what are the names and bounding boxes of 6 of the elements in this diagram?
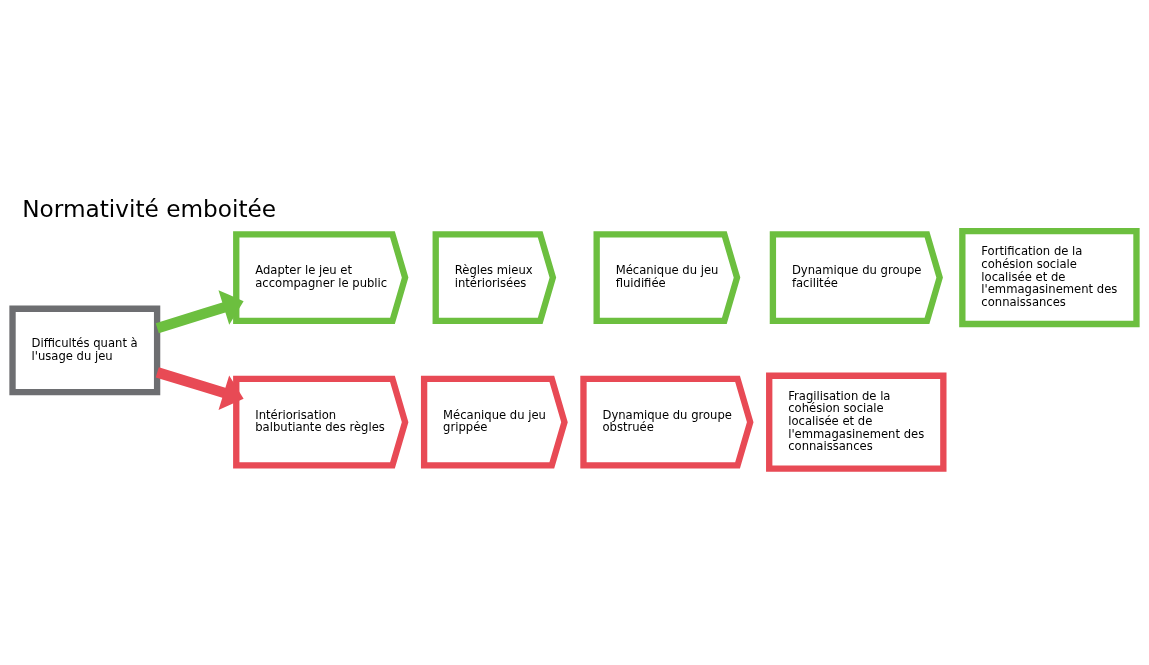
node-box: Fragilisation de la cohésion sociale localisée et de l'emmagasinement des connaissances	[766, 372, 947, 472]
diagram-title: Normativité emboitée	[22, 194, 277, 222]
node-box: Fortification de la cohésion sociale localisée et de l'emmagasinement des connaissances	[959, 227, 1140, 327]
arrow	[155, 289, 244, 333]
arrow	[155, 366, 244, 410]
node-box: Difficultés quant à l'usage du jeu	[9, 305, 161, 395]
